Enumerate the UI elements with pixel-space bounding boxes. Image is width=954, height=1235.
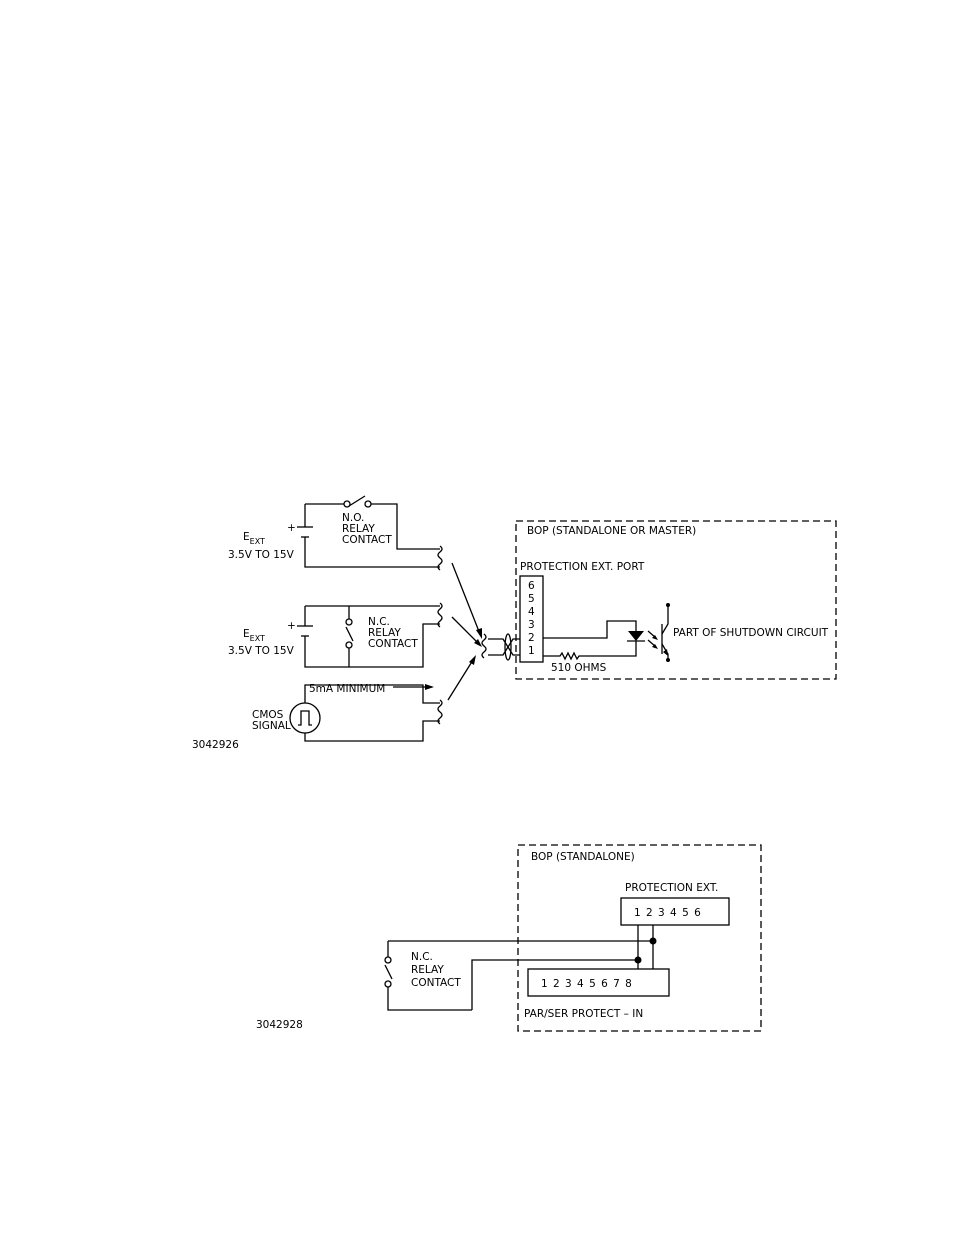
junction-dot (634, 956, 642, 964)
resistor-label: 510 OHMS (551, 662, 607, 674)
protection-port-connector (519, 575, 544, 663)
switch-blade (348, 495, 366, 507)
cable-break-symbol (481, 633, 487, 659)
nc-relay-contact: N.C. RELAY CONTACT (384, 941, 472, 1011)
pin-1: 1 (528, 645, 535, 657)
bop-master-boundary (515, 520, 837, 680)
resistor-510 (543, 641, 637, 661)
figure-id: 3042926 (192, 739, 239, 751)
par-ser-pins: 1 2 3 4 5 6 7 8 (541, 978, 632, 990)
switch-blade (345, 626, 354, 642)
nc-relay-line3: CONTACT (368, 638, 418, 650)
pin-3: 3 (528, 619, 535, 631)
nc-relay-line1: N.C. (368, 616, 390, 628)
circuit-cmos-signal: 5mA MINIMUM CMOS SIGNAL (252, 683, 443, 742)
bop-standalone-boundary (517, 844, 762, 1032)
par-ser-title: PAR/SER PROTECT – IN (524, 1008, 643, 1020)
current-note: 5mA MINIMUM (309, 683, 385, 695)
signal-source-symbol (289, 702, 321, 734)
switch-contact (384, 956, 392, 964)
switch-blade (384, 964, 393, 980)
switch-contact (345, 641, 353, 649)
diagram-par-ser-protect: BOP (STANDALONE) PROTECTION EXT. 1 2 3 4… (256, 844, 762, 1032)
nc-relay-line3: CONTACT (411, 977, 461, 989)
diagram-protection-port: + EEXT 3.5V TO 15V N.O. RELAY CONTACT + … (192, 495, 837, 751)
twisted-pair-cable (481, 633, 520, 661)
port-title: PROTECTION EXT. PORT (520, 561, 645, 573)
plus-sign: + (287, 620, 296, 632)
pin-2: 2 (528, 632, 535, 644)
cable-break-symbol (437, 545, 443, 571)
protection-ext-pins: 1 2 3 4 5 6 (634, 907, 701, 919)
cmos-label-line1: CMOS (252, 709, 284, 721)
connection-arrows (447, 562, 482, 701)
pin-4: 4 (528, 606, 535, 618)
protection-ext-connector (620, 897, 730, 926)
pin-6: 6 (528, 580, 535, 592)
cable-break-symbol (437, 699, 443, 725)
led-icon (628, 631, 644, 641)
switch-contact (345, 618, 353, 626)
nc-relay-line2: RELAY (411, 964, 444, 976)
cmos-label-line2: SIGNAL (252, 720, 291, 732)
no-relay-line1: N.O. (342, 512, 364, 524)
shutdown-optocoupler: 510 OHMS PART OF SHUTDOWN CIRCUIT (543, 603, 829, 674)
circuit-nc-relay: + EEXT 3.5V TO 15V N.C. RELAY CONTACT (228, 602, 443, 668)
no-relay-line2: RELAY (342, 523, 375, 535)
protection-ext-title: PROTECTION EXT. (625, 882, 718, 894)
cable-break-symbol (437, 602, 443, 628)
circuit-no-relay: + EEXT 3.5V TO 15V N.O. RELAY CONTACT (228, 495, 443, 571)
pulse-icon (298, 710, 312, 726)
no-relay-line3: CONTACT (342, 534, 392, 546)
nc-relay-line2: RELAY (368, 627, 401, 639)
junction-dot (649, 937, 657, 945)
bop-standalone-title: BOP (STANDALONE) (531, 851, 635, 863)
switch-contact (343, 500, 351, 508)
bop-master-title: BOP (STANDALONE OR MASTER) (527, 525, 696, 537)
nc-relay-line1: N.C. (411, 951, 433, 963)
eext-label: EEXT (243, 531, 265, 546)
shutdown-label: PART OF SHUTDOWN CIRCUIT (673, 627, 829, 639)
figure-id: 3042928 (256, 1019, 303, 1031)
eext-label: EEXT (243, 628, 265, 643)
switch-contact (384, 980, 392, 988)
plus-sign: + (287, 522, 296, 534)
par-ser-connector (527, 968, 670, 997)
voltage-range: 3.5V TO 15V (228, 549, 295, 561)
switch-contact (364, 500, 372, 508)
voltage-range: 3.5V TO 15V (228, 645, 295, 657)
pin-5: 5 (528, 593, 535, 605)
